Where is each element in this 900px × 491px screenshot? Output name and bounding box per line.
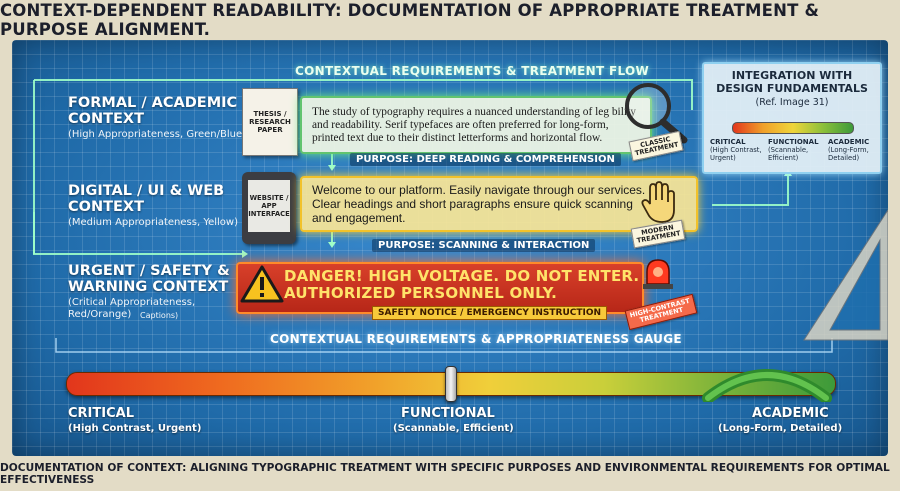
mini-label-functional: FUNCTIONAL (Scannable, Efficient) bbox=[768, 138, 819, 162]
mini-functional-sub-1: (Scannable, bbox=[768, 146, 809, 154]
flow-lines bbox=[33, 79, 888, 353]
gauge-sub-functional: (Scannable, Efficient) bbox=[393, 423, 514, 434]
academic-sample-line-3: printed text due to their distinct lette… bbox=[312, 132, 603, 144]
danger-line-2: AUTHORIZED PERSONNEL ONLY. bbox=[284, 284, 558, 302]
gauge-sub-academic: (Long-Form, Detailed) bbox=[718, 423, 843, 434]
context-urgent-captions: Captions) bbox=[140, 311, 179, 320]
mini-critical-sub-1: (High Contrast, bbox=[710, 146, 762, 154]
page-footer: DOCUMENTATION OF CONTEXT: ALIGNING TYPOG… bbox=[0, 461, 890, 486]
context-urgent-title-2: WARNING CONTEXT bbox=[68, 279, 229, 295]
gauge-label-critical: CRITICAL bbox=[68, 406, 134, 421]
integration-panel: INTEGRATION WITH DESIGN FUNDAMENTALS (Re… bbox=[702, 62, 882, 174]
context-digital-title-1: DIGITAL / UI & WEB bbox=[68, 183, 225, 199]
gauge-label-academic: ACADEMIC bbox=[752, 406, 829, 421]
integration-heading-1: INTEGRATION WITH bbox=[731, 69, 853, 82]
web-sample-line-3: and engagement. bbox=[312, 211, 406, 225]
context-urgent-title-1: URGENT / SAFETY & bbox=[68, 263, 230, 279]
warning-icon bbox=[240, 265, 284, 303]
web-sample-line-1: Welcome to our platform. Easily navigate… bbox=[312, 183, 646, 197]
mini-critical-sub-2: Urgent) bbox=[710, 154, 736, 162]
paper-icon: THESIS / RESEARCH PAPER bbox=[242, 88, 298, 156]
paper-icon-line-2: RESEARCH bbox=[249, 118, 291, 126]
context-urgent-sub-1: (Critical Appropriateness, bbox=[68, 297, 196, 308]
gauge-label-functional: FUNCTIONAL bbox=[401, 406, 495, 421]
alarm-light-icon bbox=[643, 259, 673, 289]
mini-label-academic: ACADEMIC (Long-Form, Detailed) bbox=[828, 138, 869, 162]
gauge-marker bbox=[445, 366, 457, 402]
web-sample-panel: Welcome to our platform. Easily navigate… bbox=[300, 176, 698, 232]
mini-functional-title: FUNCTIONAL bbox=[768, 138, 819, 146]
context-urgent-sub-2: Red/Orange) bbox=[68, 309, 132, 320]
safety-notice-label: SAFETY NOTICE / EMERGENCY INSTRUCTION bbox=[372, 306, 608, 320]
gauge-bracket bbox=[55, 338, 833, 353]
tablet-icon: WEBSITE / APP INTERFACE bbox=[242, 172, 296, 244]
mini-academic-title: ACADEMIC bbox=[828, 138, 870, 146]
academic-arch bbox=[702, 369, 832, 402]
danger-line-1: DANGER! HIGH VOLTAGE. DO NOT ENTER. bbox=[284, 267, 640, 285]
context-digital-sub: (Medium Appropriateness, Yellow) bbox=[68, 217, 239, 228]
academic-sample-line-2: and readability. Serif typefaces are oft… bbox=[312, 119, 609, 131]
mini-academic-sub-2: Detailed) bbox=[828, 154, 860, 162]
mini-label-critical: CRITICAL (High Contrast, Urgent) bbox=[710, 138, 762, 162]
context-formal-title-1: FORMAL / ACADEMIC bbox=[68, 95, 238, 111]
flow-line-top bbox=[34, 79, 693, 110]
academic-sample-panel: The study of typography requires a nuanc… bbox=[300, 96, 652, 154]
context-formal-sub: (High Appropriateness, Green/Blue) bbox=[68, 129, 246, 140]
academic-sample-line-1: The study of typography requires a nuanc… bbox=[312, 106, 636, 118]
flow-heading: CONTEXTUAL REQUIREMENTS & TREATMENT FLOW bbox=[295, 64, 650, 78]
page-title: CONTEXT-DEPENDENT READABILITY: DOCUMENTA… bbox=[0, 1, 820, 39]
blueprint-board: CONTEXTUAL REQUIREMENTS & TREATMENT FLOW… bbox=[12, 40, 888, 456]
purpose-reading: PURPOSE: DEEP READING & COMPREHENSION bbox=[350, 153, 621, 166]
paper-icon-line-3: PAPER bbox=[257, 126, 283, 134]
mini-critical-title: CRITICAL bbox=[710, 138, 746, 146]
purpose-scanning: PURPOSE: SCANNING & INTERACTION bbox=[372, 239, 596, 252]
hand-cursor-icon bbox=[641, 181, 675, 223]
tablet-icon-line-3: INTERFACE bbox=[248, 210, 290, 218]
web-sample-line-2: Clear headings and short paragraphs ensu… bbox=[312, 197, 633, 211]
tablet-icon-line-1: WEBSITE / bbox=[249, 194, 289, 202]
integration-heading-2: DESIGN FUNDAMENTALS bbox=[716, 82, 868, 95]
gauge-heading: CONTEXTUAL REQUIREMENTS & APPROPRIATENES… bbox=[270, 332, 682, 346]
tablet-icon-line-2: APP bbox=[261, 202, 277, 210]
mini-gauge-bar bbox=[732, 122, 854, 134]
paper-icon-line-1: THESIS / bbox=[253, 110, 287, 118]
mini-functional-sub-2: Efficient) bbox=[768, 154, 799, 162]
gauge-sub-critical: (High Contrast, Urgent) bbox=[68, 423, 202, 434]
mini-academic-sub-1: (Long-Form, bbox=[828, 146, 869, 154]
context-digital-title-2: CONTEXT bbox=[68, 199, 144, 215]
context-formal-title-2: CONTEXT bbox=[68, 111, 144, 127]
integration-ref: (Ref. Image 31) bbox=[755, 97, 829, 108]
triangle-ruler bbox=[803, 209, 888, 341]
flow-line-right bbox=[712, 176, 789, 206]
